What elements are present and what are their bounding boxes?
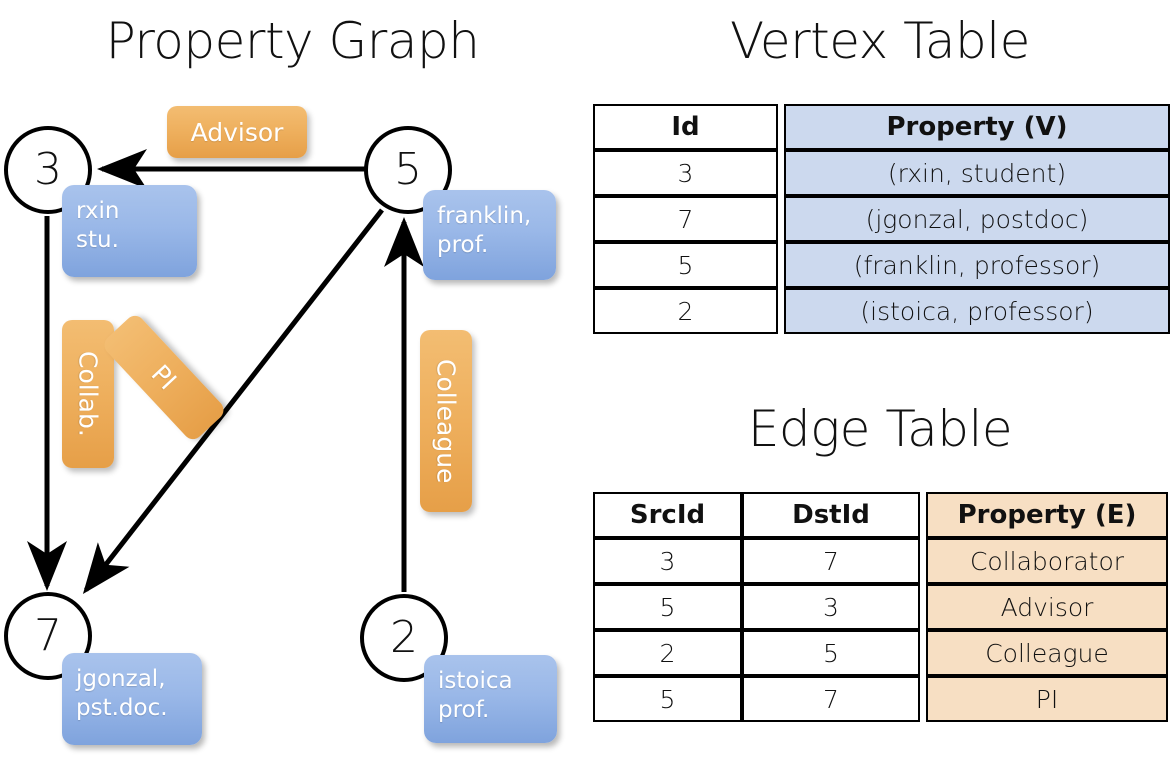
property-graph-diagram: 3 5 7 2 rxin stu. franklin, prof. jgonza… <box>4 106 557 745</box>
cell-id: 2 <box>593 288 778 334</box>
vertex-property-line-2: pst.doc. <box>76 694 168 721</box>
column-gap <box>920 584 926 630</box>
column-gap <box>778 196 784 242</box>
page-title-vertex-table: Vertex Table <box>730 12 1030 70</box>
cell-srcid: 5 <box>593 676 742 722</box>
column-header-id: Id <box>593 104 778 150</box>
graph-edges-svg <box>27 149 424 594</box>
cell-property: (franklin, professor) <box>784 242 1170 288</box>
vertex-property-box-3: rxin stu. <box>62 185 197 277</box>
vertex-id-label: 7 <box>34 610 62 661</box>
page-title-property-graph: Property Graph <box>105 12 480 70</box>
vertex-id-label: 2 <box>390 612 418 663</box>
table-header-row: Id Property (V) <box>593 104 1170 150</box>
vertex-property-box-5: franklin, prof. <box>423 190 556 280</box>
vertex-id-label: 3 <box>34 144 62 195</box>
table-row: 2 (istoica, professor) <box>593 288 1170 334</box>
cell-id: 5 <box>593 242 778 288</box>
column-header-property-v: Property (V) <box>784 104 1170 150</box>
vertex-property-box-7: jgonzal, pst.doc. <box>62 653 202 745</box>
cell-property: (rxin, student) <box>784 150 1170 196</box>
column-gap <box>920 630 926 676</box>
table-header-row: SrcId DstId Property (E) <box>593 492 1168 538</box>
table-row: 3 (rxin, student) <box>593 150 1170 196</box>
cell-dstid: 5 <box>742 630 920 676</box>
table-row: 7 (jgonzal, postdoc) <box>593 196 1170 242</box>
column-header-dstid: DstId <box>742 492 920 538</box>
edge-label-text: Collab. <box>73 351 103 437</box>
page-title-edge-table: Edge Table <box>747 400 1013 458</box>
table-row: 5 7 PI <box>593 676 1168 722</box>
edge-label-advisor: Advisor <box>167 106 307 158</box>
table-row: 5 3 Advisor <box>593 584 1168 630</box>
edge-label-collab: Collab. <box>62 320 114 468</box>
cell-id: 7 <box>593 196 778 242</box>
vertex-property-line-1: rxin <box>76 198 120 224</box>
vertex-property-line-1: istoica <box>438 668 513 694</box>
column-gap <box>778 288 784 334</box>
cell-dstid: 7 <box>742 538 920 584</box>
table-row: 3 7 Collaborator <box>593 538 1168 584</box>
vertex-property-line-2: stu. <box>76 226 119 253</box>
cell-property: PI <box>926 676 1168 722</box>
column-gap <box>778 150 784 196</box>
cell-property: (jgonzal, postdoc) <box>784 196 1170 242</box>
cell-property: (istoica, professor) <box>784 288 1170 334</box>
vertex-property-line-2: prof. <box>437 231 489 258</box>
cell-srcid: 2 <box>593 630 742 676</box>
column-gap <box>778 104 784 150</box>
column-gap <box>920 538 926 584</box>
cell-srcid: 3 <box>593 538 742 584</box>
cell-dstid: 7 <box>742 676 920 722</box>
edge-table: SrcId DstId Property (E) 3 7 Collaborato… <box>593 492 1168 722</box>
cell-dstid: 3 <box>742 584 920 630</box>
cell-srcid: 5 <box>593 584 742 630</box>
vertex-property-line-2: prof. <box>438 696 490 723</box>
vertex-table: Id Property (V) 3 (rxin, student) 7 (jgo… <box>593 104 1170 334</box>
column-header-property-e: Property (E) <box>926 492 1168 538</box>
graph-vertex-5[interactable]: 5 <box>364 126 452 214</box>
cell-id: 3 <box>593 150 778 196</box>
column-gap <box>778 242 784 288</box>
vertex-property-line-1: jgonzal, <box>76 666 166 692</box>
table-row: 2 5 Colleague <box>593 630 1168 676</box>
cell-property: Collaborator <box>926 538 1168 584</box>
edge-arrow-5-to-7 <box>82 208 384 594</box>
vertex-id-label: 5 <box>394 144 422 195</box>
edge-label-colleague: Colleague <box>420 330 472 512</box>
vertex-property-line-1: franklin, <box>437 203 532 229</box>
cell-property: Advisor <box>926 584 1168 630</box>
cell-property: Colleague <box>926 630 1168 676</box>
column-header-srcid: SrcId <box>593 492 742 538</box>
edge-label-text: PI <box>145 359 183 396</box>
column-gap <box>920 676 926 722</box>
graph-vertex-2[interactable]: 2 <box>360 594 448 682</box>
vertex-property-box-2: istoica prof. <box>424 655 557 743</box>
edge-label-text: Colleague <box>431 358 461 484</box>
column-gap <box>920 492 926 538</box>
edge-label-text: Advisor <box>190 117 284 147</box>
table-row: 5 (franklin, professor) <box>593 242 1170 288</box>
